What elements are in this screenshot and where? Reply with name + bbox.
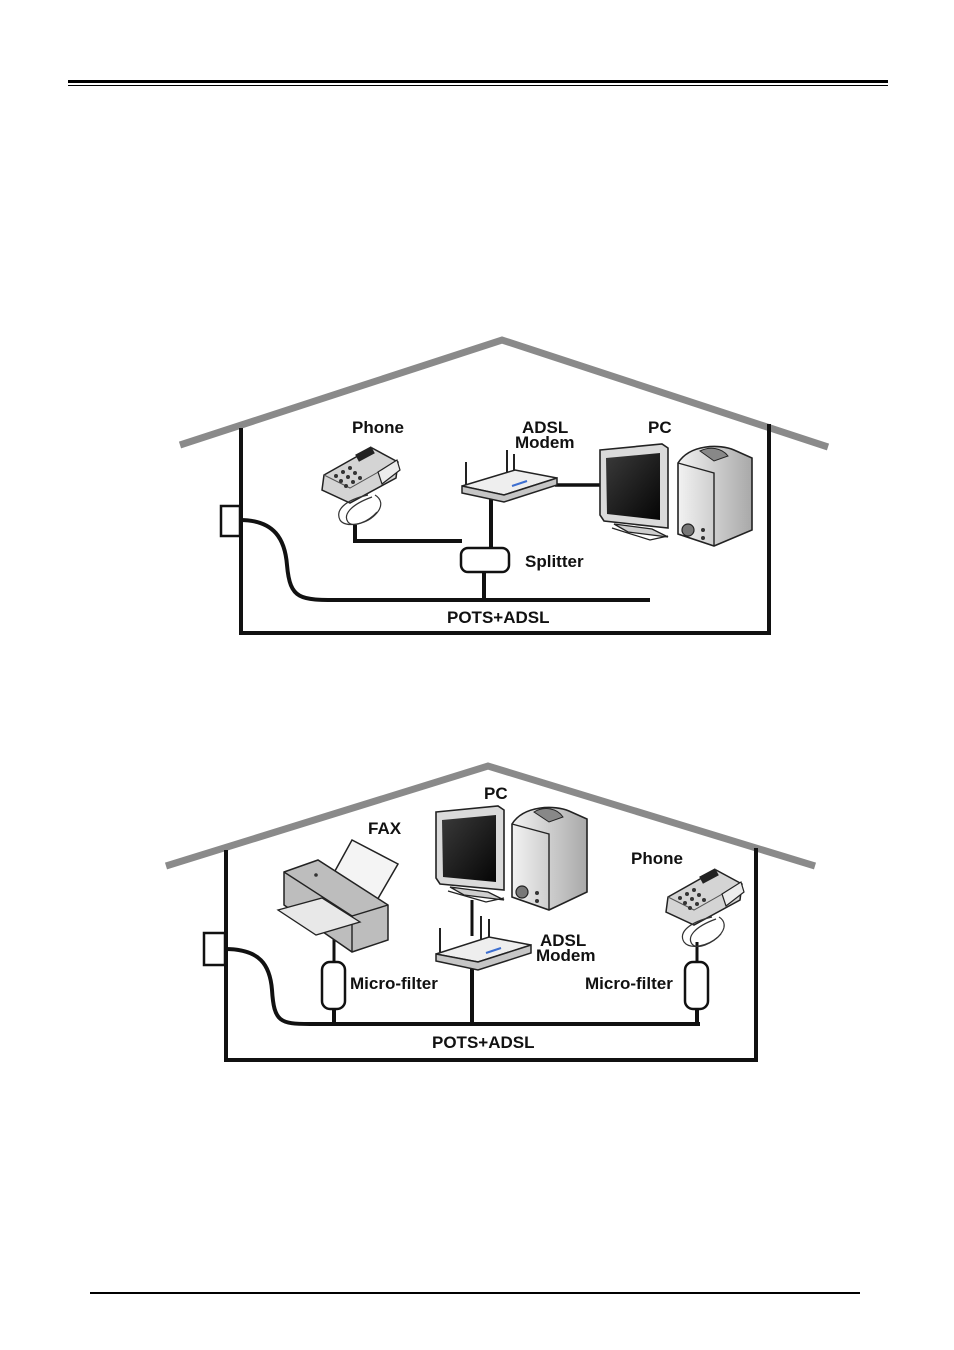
phone-label: Phone [631,849,683,868]
micro-filter-right-label: Micro-filter [585,974,673,993]
pc-label: PC [648,418,672,437]
adsl-modem-label-line2: Modem [515,433,575,452]
adsl-modem-icon [436,916,531,970]
phone-label: Phone [352,418,404,437]
micro-filter-right [685,962,708,1009]
adsl-modem-label-line2: Modem [536,946,596,965]
diagram-microfilter-install: FAX PC Phone ADSL Modem Micro-filter Mic… [166,766,815,1060]
pots-adsl-label: POTS+ADSL [447,608,550,627]
wall-jack [221,506,240,536]
micro-filter-left [322,962,345,1009]
pots-adsl-line [240,520,650,600]
adsl-modem-icon [462,450,557,502]
phone-icon [322,446,400,524]
pc-monitor-icon [436,806,504,902]
splitter-box [461,548,509,572]
pc-tower-icon [512,807,587,910]
phone-to-splitter [355,525,462,541]
fax-icon [278,840,398,952]
diagram-splitter-install: Phone ADSL Modem PC Splitter POTS+ADSL [180,340,828,633]
pc-monitor-icon [600,444,668,540]
micro-filter-left-label: Micro-filter [350,974,438,993]
splitter-label: Splitter [525,552,584,571]
phone-icon [666,868,744,946]
fax-label: FAX [368,819,402,838]
house-roof [180,340,828,447]
footer-rule [90,1292,860,1294]
pc-label: PC [484,784,508,803]
pots-adsl-label: POTS+ADSL [432,1033,535,1052]
pc-tower-icon [678,446,752,546]
wall-jack [204,933,225,965]
